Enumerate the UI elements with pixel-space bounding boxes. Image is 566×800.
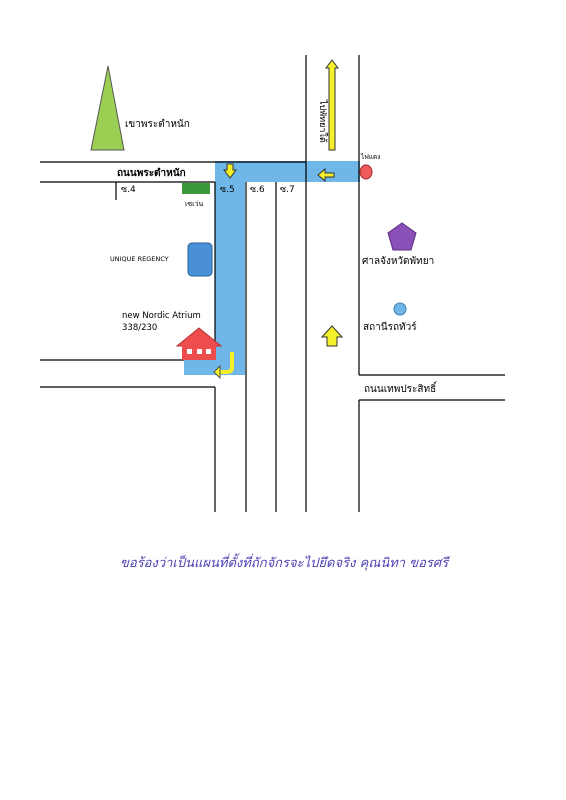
nordic-number-label: 338/230: [122, 323, 157, 333]
unique-regency-label: UNIQUE REGENCY: [110, 255, 169, 263]
soi7-label: ซ.7: [280, 185, 295, 195]
nordic-name-label: new Nordic Atrium: [122, 311, 201, 321]
seven-eleven-marker: [182, 183, 210, 194]
road-phra-tamnak-label: ถนนพระตำหนัก: [117, 167, 186, 179]
court-label: ศาลจังหวัดพัทยา: [362, 256, 434, 267]
route-segment-vertical: [215, 161, 245, 375]
traffic-light-label: ไฟแดง: [360, 153, 380, 161]
seven-eleven-label: เซเว่น: [185, 200, 203, 208]
soi6-label: ซ.6: [250, 185, 265, 195]
road-lines: [40, 55, 505, 512]
north-arrow-icon: [325, 59, 339, 151]
up-arrow-icon: [320, 325, 344, 347]
handwritten-note: ขอร้องว่าเป็นแผนที่ตั้งที่ถักจักรจะไปยึด…: [120, 553, 450, 571]
soi4-label: ซ.4: [121, 185, 136, 195]
traffic-light-icon: [359, 164, 373, 180]
turn-arrow-head-icon: [213, 365, 221, 379]
soi5-label: ซ.5: [220, 185, 235, 195]
bus-station-label: สถานีรถทัวร์: [363, 321, 417, 333]
mountain-label: เขาพระตำหนัก: [125, 119, 190, 130]
unique-regency-marker: [187, 242, 213, 277]
house-icon: [175, 327, 223, 360]
court-pentagon-icon: [387, 222, 417, 251]
left-arrow-icon: [317, 167, 335, 183]
road-thepprasit-label: ถนนเทพประสิทธิ์: [364, 381, 438, 395]
down-arrow-icon: [223, 163, 237, 179]
to-jomtien-label: ไปพัทยาใต้: [317, 99, 328, 143]
mountain-icon: [90, 65, 125, 151]
turn-arrow-icon: [218, 352, 234, 374]
bus-station-icon: [393, 302, 407, 316]
